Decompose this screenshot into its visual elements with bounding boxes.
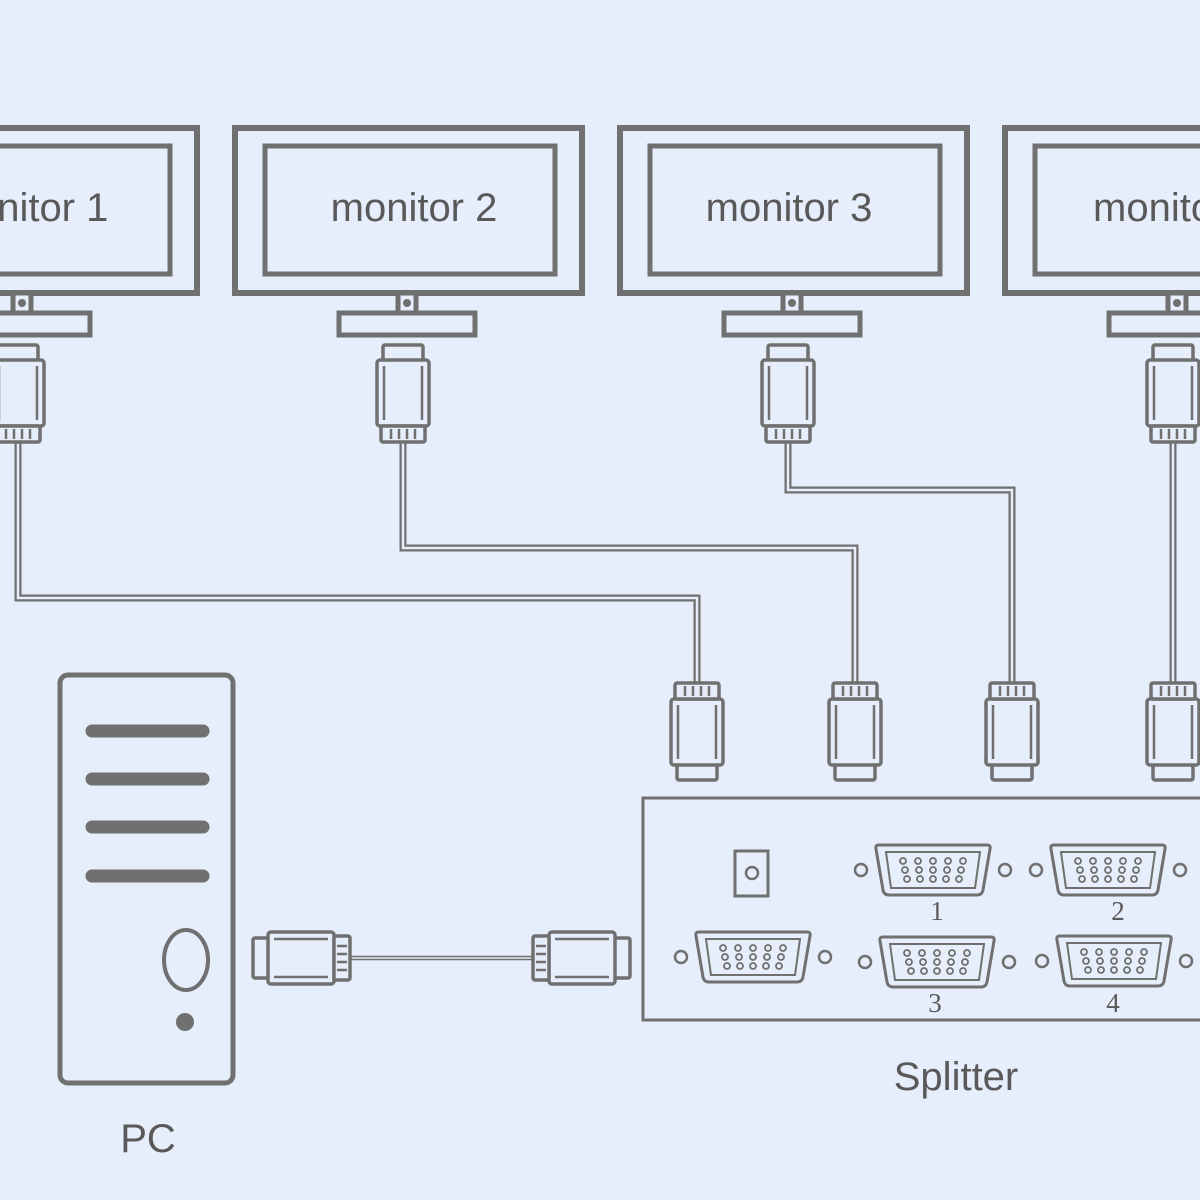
port-label-1: 1 — [930, 896, 944, 926]
vga-connector-monitor-1 — [0, 343, 46, 444]
monitor-stand-base — [0, 310, 93, 338]
splitter: 1 2 3 4 — [641, 796, 1200, 1022]
vga-connector-monitor-2 — [375, 343, 431, 444]
vga-port-output-3 — [857, 935, 1017, 989]
power-led — [176, 1013, 194, 1031]
monitor-stand-dot — [1173, 299, 1181, 307]
monitor-stand-dot — [788, 299, 796, 307]
port-label-4: 4 — [1106, 988, 1120, 1018]
vga-cable-monitor-2 — [399, 440, 859, 685]
pc-label: PC — [120, 1117, 176, 1161]
splitter-box — [641, 796, 1200, 1022]
cables — [14, 440, 1177, 961]
monitor-4: monitor 4 — [1002, 125, 1200, 338]
monitor-screen — [0, 143, 173, 277]
monitor-label: monitor 3 — [706, 186, 873, 230]
vga-connector-splitter-2 — [827, 681, 883, 782]
vga-connector-splitter-3 — [984, 681, 1040, 782]
vga-connector-splitter-input — [531, 930, 632, 986]
monitor-frame — [0, 125, 200, 296]
monitor-3: monitor 3 — [617, 125, 970, 338]
vga-connector-pc — [251, 930, 352, 986]
port-label-3: 3 — [928, 988, 942, 1018]
monitor-frame — [1002, 125, 1200, 296]
splitter-label: Splitter — [894, 1055, 1019, 1099]
monitor-stand-base — [721, 310, 863, 338]
monitor-1: monitor 1 — [0, 125, 200, 338]
vga-port-input — [673, 930, 833, 984]
monitor-screen — [262, 143, 558, 277]
monitor-label: monitor 4 — [1093, 186, 1200, 230]
pc-tower — [57, 672, 236, 1086]
port-label-2: 2 — [1111, 896, 1125, 926]
vga-cable-monitor-1 — [14, 440, 701, 685]
monitor-label: monitor 1 — [0, 186, 108, 230]
monitor-stand-dot — [403, 299, 411, 307]
monitor-stand-base — [1106, 310, 1200, 338]
monitor-stand-base — [336, 310, 478, 338]
power-button — [162, 928, 210, 992]
vga-connector-splitter-1 — [669, 681, 725, 782]
power-jack — [733, 849, 770, 898]
vga-port-output-1 — [853, 843, 1013, 897]
vga-connector-splitter-4 — [1145, 681, 1200, 782]
monitor-screen — [1032, 143, 1200, 277]
vga-connector-monitor-3 — [760, 343, 816, 444]
monitor-label: monitor 2 — [331, 186, 498, 230]
monitor-screen — [647, 143, 943, 277]
monitor-2: monitor 2 — [232, 125, 585, 338]
vga-port-output-2 — [1028, 843, 1188, 897]
vga-cable-monitor-3 — [784, 440, 1016, 685]
monitor-stand-dot — [18, 299, 26, 307]
vga-connector-monitor-4 — [1145, 343, 1200, 444]
vga-port-output-4 — [1034, 934, 1194, 988]
